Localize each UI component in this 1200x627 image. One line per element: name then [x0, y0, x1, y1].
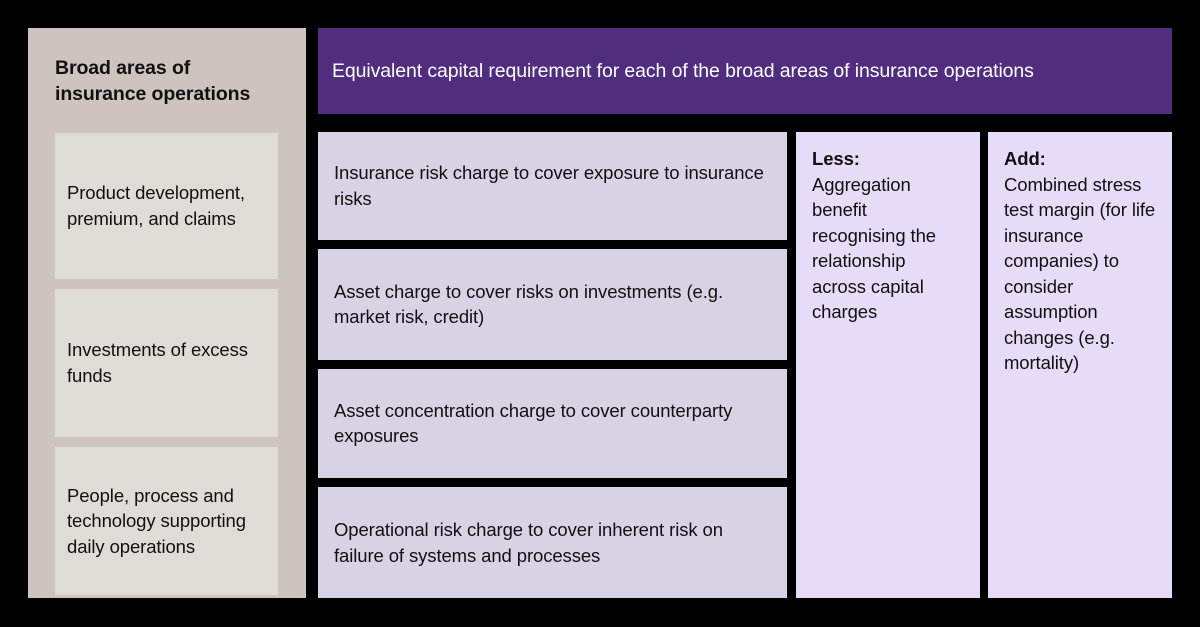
- charge-box-operational-risk: Operational risk charge to cover inheren…: [318, 487, 787, 598]
- charge-box-label: Insurance risk charge to cover exposure …: [334, 162, 764, 209]
- charge-box-asset-concentration: Asset concentration charge to cover coun…: [318, 368, 787, 479]
- sidebar-card-investments: Investments of excess funds: [55, 289, 278, 437]
- sidebar-card-label: Investments of excess funds: [67, 339, 248, 386]
- sidebar-card-people-process-technology: People, process and technology supportin…: [55, 447, 278, 595]
- sidebar-title: Broad areas of insurance operations: [55, 57, 251, 105]
- adjustment-text-less: Aggregation benefit recognising the rela…: [812, 173, 936, 323]
- charge-box-asset-charge: Asset charge to cover risks on investmen…: [318, 248, 787, 360]
- adjustment-column-less: Less: Aggregation benefit recognising th…: [796, 132, 980, 598]
- charge-box-label: Asset concentration charge to cover coun…: [334, 399, 733, 447]
- sidebar-card-list: Product development, premium, and claims…: [55, 133, 278, 595]
- adjustment-label-less: Less:: [812, 148, 860, 169]
- capital-charge-column: Insurance risk charge to cover exposure …: [318, 132, 787, 598]
- adjustment-column-add: Add: Combined stress test margin (for li…: [988, 132, 1172, 598]
- charge-box-label: Asset charge to cover risks on investmen…: [334, 280, 724, 328]
- sidebar-card-product-development: Product development, premium, and claims: [55, 133, 278, 279]
- adjustment-label-add: Add:: [1004, 148, 1046, 169]
- adjustment-text-add: Combined stress test margin (for life in…: [1004, 173, 1156, 374]
- broad-areas-sidebar: Broad areas of insurance operations Prod…: [28, 28, 306, 598]
- charge-box-label: Operational risk charge to cover inheren…: [334, 519, 723, 566]
- banner-title: Equivalent capital requirement for each …: [332, 59, 1034, 82]
- banner-header: Equivalent capital requirement for each …: [318, 28, 1172, 114]
- sidebar-card-label: People, process and technology supportin…: [67, 484, 246, 557]
- charge-box-insurance-risk: Insurance risk charge to cover exposure …: [318, 132, 787, 240]
- sidebar-card-label: Product development, premium, and claims: [67, 182, 245, 229]
